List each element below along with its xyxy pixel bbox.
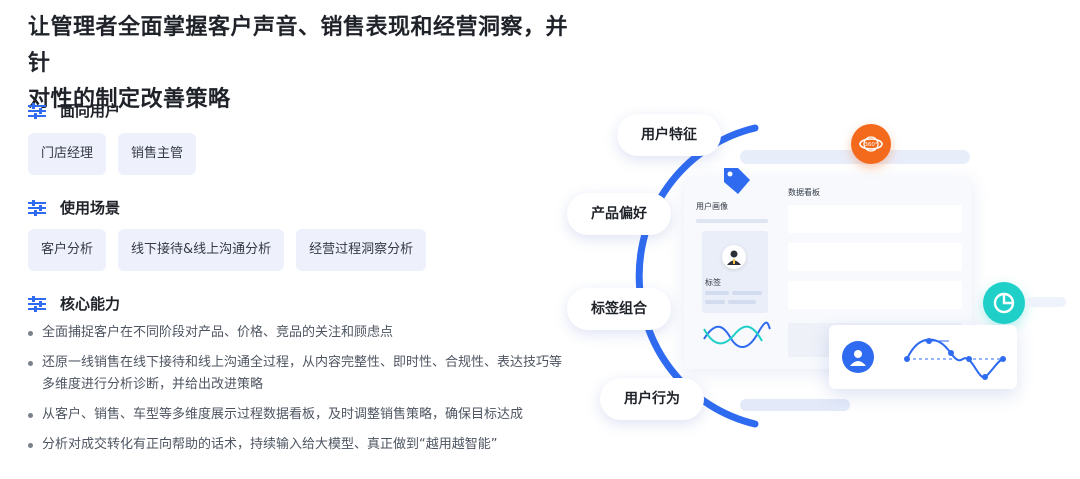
dashboard-row: [788, 243, 962, 271]
line-chart-card: [829, 325, 1017, 389]
pie-chart-icon: [983, 282, 1025, 324]
page-headline: 让管理者全面掌握客户声音、销售表现和经营洞察，并针 对性的制定改善策略: [28, 10, 568, 118]
section-users-header: 面向用户: [28, 100, 120, 121]
sliders-icon: [28, 295, 46, 312]
profile-title: 用户画像: [696, 202, 728, 211]
user-avatar-icon: [842, 341, 874, 373]
headline-line-1: 让管理者全面掌握客户声音、销售表现和经营洞察，并针: [28, 15, 569, 76]
section-users-title: 面向用户: [60, 102, 121, 120]
placeholder-line: [728, 300, 756, 304]
decor-bar: [740, 399, 850, 411]
capability-item: 还原一线销售在线下接待和线上沟通全过程，从内容完整性、即时性、合规性、表达技巧等…: [28, 352, 568, 396]
tag-icon: [724, 168, 750, 194]
placeholder-line: [705, 291, 729, 295]
placeholder-line: [696, 219, 768, 223]
placeholder-line: [705, 300, 725, 304]
scenarios-chip-list: 客户分析 线下接待&线上沟通分析 经营过程洞察分析: [28, 229, 427, 271]
chip-scenario-offline-online: 线下接待&线上沟通分析: [118, 229, 285, 271]
dashboard-row: [788, 281, 962, 309]
tag-label: 标签: [705, 278, 721, 287]
pill-tag-combination: 标签组合: [567, 288, 671, 330]
chip-user-store-manager: 门店经理: [28, 133, 107, 175]
dashboard-title: 数据看板: [788, 188, 820, 197]
section-capabilities-header: 核心能力: [28, 293, 120, 314]
section-capabilities-title: 核心能力: [60, 295, 121, 313]
sliders-icon: [28, 199, 46, 216]
capability-item: 全面捕捉客户在不同阶段对产品、价格、竞品的关注和顾虑点: [28, 322, 568, 344]
headline-line-2: 对性的制定改善策略: [28, 87, 231, 112]
wave-chart-icon: [703, 321, 771, 348]
chip-scenario-customer: 客户分析: [28, 229, 107, 271]
decor-bar: [1026, 297, 1066, 307]
badge-text: 360°: [864, 142, 877, 148]
profile-box: 标签: [702, 231, 768, 313]
line-chart-icon: [904, 338, 1006, 380]
capability-item: 分析对成交转化有正向帮助的话术，持续输入给大模型、真正做到“越用越智能”: [28, 434, 568, 456]
users-chip-list: 门店经理 销售主管: [28, 133, 197, 175]
pill-user-behavior: 用户行为: [600, 378, 704, 420]
chip-user-sales-lead: 销售主管: [118, 133, 197, 175]
section-scenarios-header: 使用场景: [28, 197, 120, 218]
placeholder-line: [732, 291, 762, 295]
dashboard-row: [788, 205, 962, 233]
user-avatar-icon: [722, 245, 746, 269]
rotate-360-icon: 360°: [851, 124, 891, 164]
sliders-icon: [28, 102, 46, 119]
capability-item: 从客户、销售、车型等多维度展示过程数据看板，及时调整销售策略，确保目标达成: [28, 404, 568, 426]
profile-panel: 用户画像 标签: [694, 197, 774, 357]
pill-product-preference: 产品偏好: [567, 193, 671, 235]
section-scenarios-title: 使用场景: [60, 199, 121, 217]
chip-scenario-operations: 经营过程洞察分析: [296, 229, 427, 271]
capabilities-list: 全面捕捉客户在不同阶段对产品、价格、竞品的关注和顾虑点 还原一线销售在线下接待和…: [28, 322, 568, 464]
pill-user-traits: 用户特征: [617, 114, 721, 156]
